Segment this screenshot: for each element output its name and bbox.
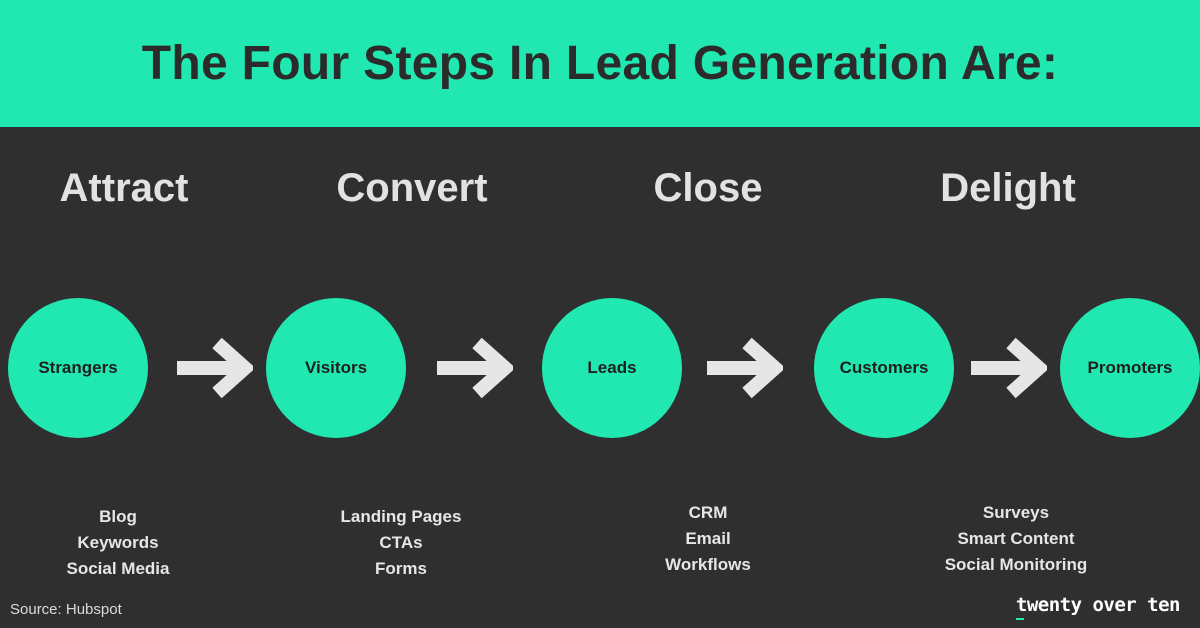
node-promoters: Promoters bbox=[1060, 298, 1200, 438]
arrow-right-icon bbox=[707, 337, 783, 399]
tools-delight: Surveys Smart Content Social Monitoring bbox=[896, 500, 1136, 578]
node-strangers: Strangers bbox=[8, 298, 148, 438]
node-label: Visitors bbox=[304, 358, 368, 377]
tool-item: Social Media bbox=[66, 559, 170, 578]
arrow-right-icon bbox=[437, 337, 513, 399]
node-label: Promoters bbox=[1087, 358, 1173, 377]
arrow-right-icon bbox=[971, 337, 1047, 399]
tool-item: CTAs bbox=[379, 533, 423, 552]
node-visitors: Visitors bbox=[266, 298, 406, 438]
header-banner: The Four Steps In Lead Generation Are: bbox=[0, 0, 1200, 127]
tool-item: CRM bbox=[688, 503, 728, 522]
node-leads: Leads bbox=[542, 298, 682, 438]
tool-item: Forms bbox=[375, 559, 427, 578]
tool-item: Workflows bbox=[665, 555, 751, 574]
tool-item: Landing Pages bbox=[340, 507, 462, 526]
tool-item: Blog bbox=[99, 507, 137, 526]
tools-close: CRM Email Workflows bbox=[588, 500, 828, 578]
page-title: The Four Steps In Lead Generation Are: bbox=[141, 37, 1059, 90]
brand-text: twenty over ten bbox=[1015, 594, 1181, 616]
stage-title-close: Close bbox=[653, 166, 763, 210]
tool-item: Surveys bbox=[982, 503, 1050, 522]
node-label: Strangers bbox=[38, 358, 118, 377]
tools-attract: Blog Keywords Social Media bbox=[0, 504, 238, 582]
tools-convert: Landing Pages CTAs Forms bbox=[281, 504, 521, 582]
tool-item: Social Monitoring bbox=[944, 555, 1088, 574]
tool-item: Keywords bbox=[77, 533, 159, 552]
source-caption: Source: Hubspot bbox=[10, 601, 122, 618]
node-label: Leads bbox=[587, 358, 637, 377]
node-label: Customers bbox=[839, 358, 929, 377]
tool-item: Email bbox=[685, 529, 731, 548]
brand-logo: twenty over ten bbox=[1015, 594, 1181, 620]
tool-item: Smart Content bbox=[957, 529, 1075, 548]
stage-title-convert: Convert bbox=[336, 166, 488, 210]
brand-underline-mark bbox=[1015, 618, 1024, 620]
node-customers: Customers bbox=[814, 298, 954, 438]
stage-title-attract: Attract bbox=[59, 166, 189, 210]
arrow-right-icon bbox=[177, 337, 253, 399]
stage-title-delight: Delight bbox=[940, 166, 1076, 210]
